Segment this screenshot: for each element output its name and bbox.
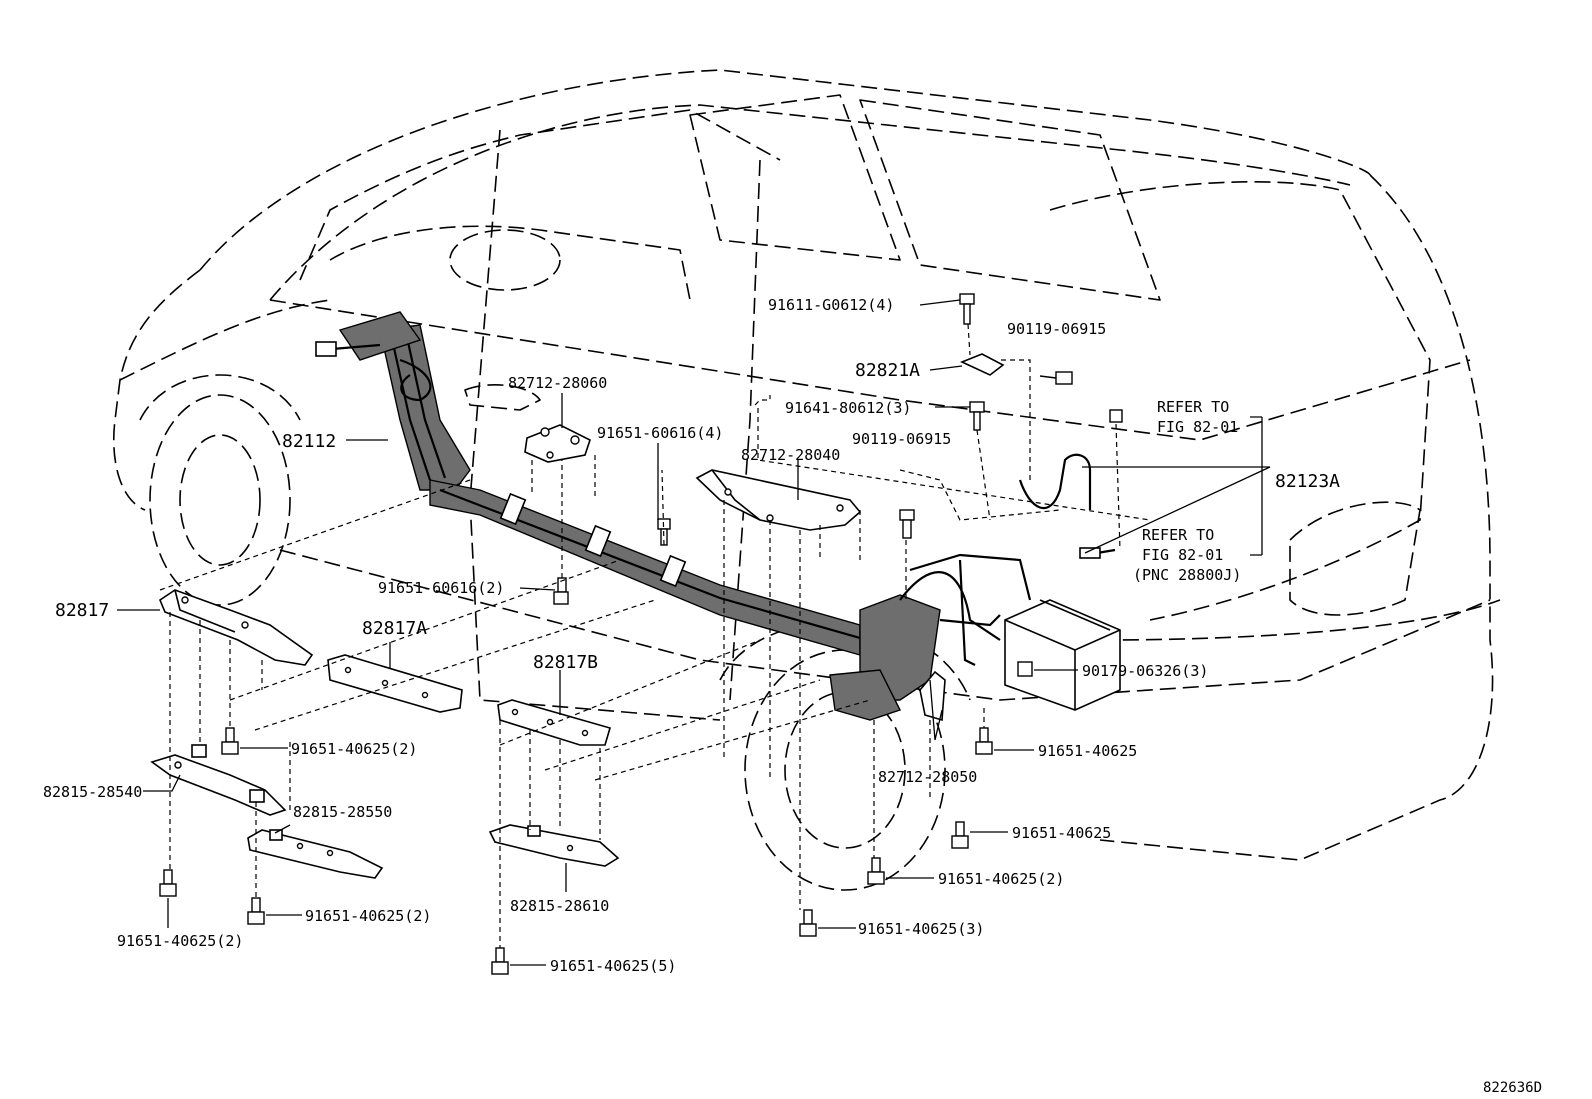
bolt-91651-40625-2a: [221, 727, 239, 755]
front-wheel-inner-outline: [179, 434, 261, 566]
protector-82821A: [959, 353, 1005, 376]
label-refer-to-upper-2: FIG 82-01: [1157, 418, 1238, 436]
label-refer-to-upper-1: REFER TO: [1157, 398, 1229, 416]
label-91651-40625-3: 91651-40625(3): [858, 920, 984, 938]
tailgate-outline: [1049, 181, 1431, 621]
clamp-82815-28610: [488, 824, 620, 867]
label-91611-G0612: 91611-G0612(4): [768, 296, 894, 314]
label-91651-40625-b: 91651-40625: [1012, 824, 1111, 842]
bolt-91641-80612: [969, 401, 985, 431]
rear-outline: [1099, 174, 1494, 861]
label-91641-80612: 91641-80612(3): [785, 399, 911, 417]
diagram-reference-code: 822636D: [1483, 1080, 1542, 1096]
bracket-82712-28050: [919, 670, 946, 722]
label-82817A: 82817A: [362, 618, 427, 639]
label-82712-28060: 82712-28060: [508, 374, 607, 392]
door-outline: [469, 129, 721, 721]
harness-front-connector: [338, 311, 422, 361]
label-82815-28540: 82815-28540: [43, 783, 142, 801]
label-91651-40625-2a: 91651-40625(2): [291, 740, 417, 758]
door-handle-outline: [464, 384, 541, 411]
label-91651-40625-2b: 91651-40625(2): [938, 870, 1064, 888]
label-91651-60616-4: 91651-60616(4): [597, 424, 723, 442]
bolt-91651-40625-5: [491, 947, 509, 975]
front-wheel-arch-outline: [139, 374, 301, 421]
label-82817B: 82817B: [533, 652, 598, 673]
label-82123A: 82123A: [1275, 471, 1340, 492]
bracket-82712-28040: [695, 469, 862, 531]
label-82815-28610: 82815-28610: [510, 897, 609, 915]
rocker-line: [279, 549, 1491, 701]
label-82712-28040: 82712-28040: [741, 446, 840, 464]
battery-box: [1004, 599, 1121, 711]
bolt-91651-40625-a: [975, 727, 993, 755]
rear-bumper-outline: [1099, 599, 1501, 641]
bolt-91651-40625-2d: [247, 897, 265, 925]
part-labels: 91611-G0612(4) 90119-06915 82821A 91641-…: [43, 296, 1542, 1096]
label-90179-06326: 90179-06326(3): [1082, 662, 1208, 680]
nut-refer-upper: [1109, 409, 1123, 423]
label-91651-60616-2: 91651-60616(2): [378, 579, 504, 597]
clamp-82815-28540: [150, 744, 287, 816]
bolt-90119-06915-upper: [1039, 371, 1073, 385]
label-91651-40625-2c: 91651-40625(2): [117, 932, 243, 950]
dashboard-outline: [329, 225, 691, 301]
bolt-91611-G0612: [959, 293, 975, 325]
label-90119-06915-lower: 90119-06915: [852, 430, 951, 448]
clamp-82815-28550: [247, 829, 384, 879]
label-refer-to-lower-3: (PNC 28800J): [1133, 566, 1241, 584]
label-91651-40625-5: 91651-40625(5): [550, 957, 676, 975]
license-plate-recess-outline: [1289, 501, 1421, 616]
harness-rear-lower: [829, 669, 901, 721]
front-wheel-outline: [149, 394, 291, 606]
bolt-91651-40625-2c: [159, 869, 177, 897]
roof-outline: [199, 69, 1371, 271]
steering-wheel-outline: [449, 229, 561, 291]
label-91651-40625-a: 91651-40625: [1038, 742, 1137, 760]
rear-side-window-outline: [859, 99, 1161, 301]
label-82817: 82817: [55, 600, 109, 621]
bolt-91651-60616-lower: [553, 577, 569, 605]
label-refer-to-lower-2: FIG 82-01: [1142, 546, 1223, 564]
bracket-82712-28060: [524, 424, 591, 463]
cover-82817: [159, 589, 314, 666]
hood-outline: [119, 299, 331, 381]
cover-82817A: [327, 654, 463, 713]
front-window-outline: [299, 109, 781, 281]
label-refer-to-lower-1: REFER TO: [1142, 526, 1214, 544]
belt-line: [269, 299, 1471, 441]
harness-front-vertical: [379, 324, 471, 491]
label-91651-40625-2d: 91651-40625(2): [305, 907, 431, 925]
assembly-guides: [159, 323, 1151, 948]
front-outline: [112, 269, 201, 511]
label-82712-28050: 82712-28050: [878, 768, 977, 786]
label-82112: 82112: [282, 431, 336, 452]
fasteners: [159, 293, 1123, 975]
bolt-91651-40625-2b: [867, 857, 885, 885]
leader-lines: [117, 299, 1271, 966]
label-82815-28550: 82815-28550: [293, 803, 392, 821]
nut-90179-06326: [1017, 661, 1033, 677]
vehicle-body-outline: [112, 69, 1501, 891]
label-82821A: 82821A: [855, 360, 920, 381]
bolt-91651-40625-3: [799, 909, 817, 937]
bolt-90119-06915-lower: [899, 509, 915, 539]
wire-harness: [315, 311, 1116, 721]
label-90119-06915-upper: 90119-06915: [1007, 320, 1106, 338]
roof-inner-outline: [269, 104, 1351, 301]
bolt-91651-40625-b: [951, 821, 969, 849]
side-window-outline: [689, 94, 901, 261]
